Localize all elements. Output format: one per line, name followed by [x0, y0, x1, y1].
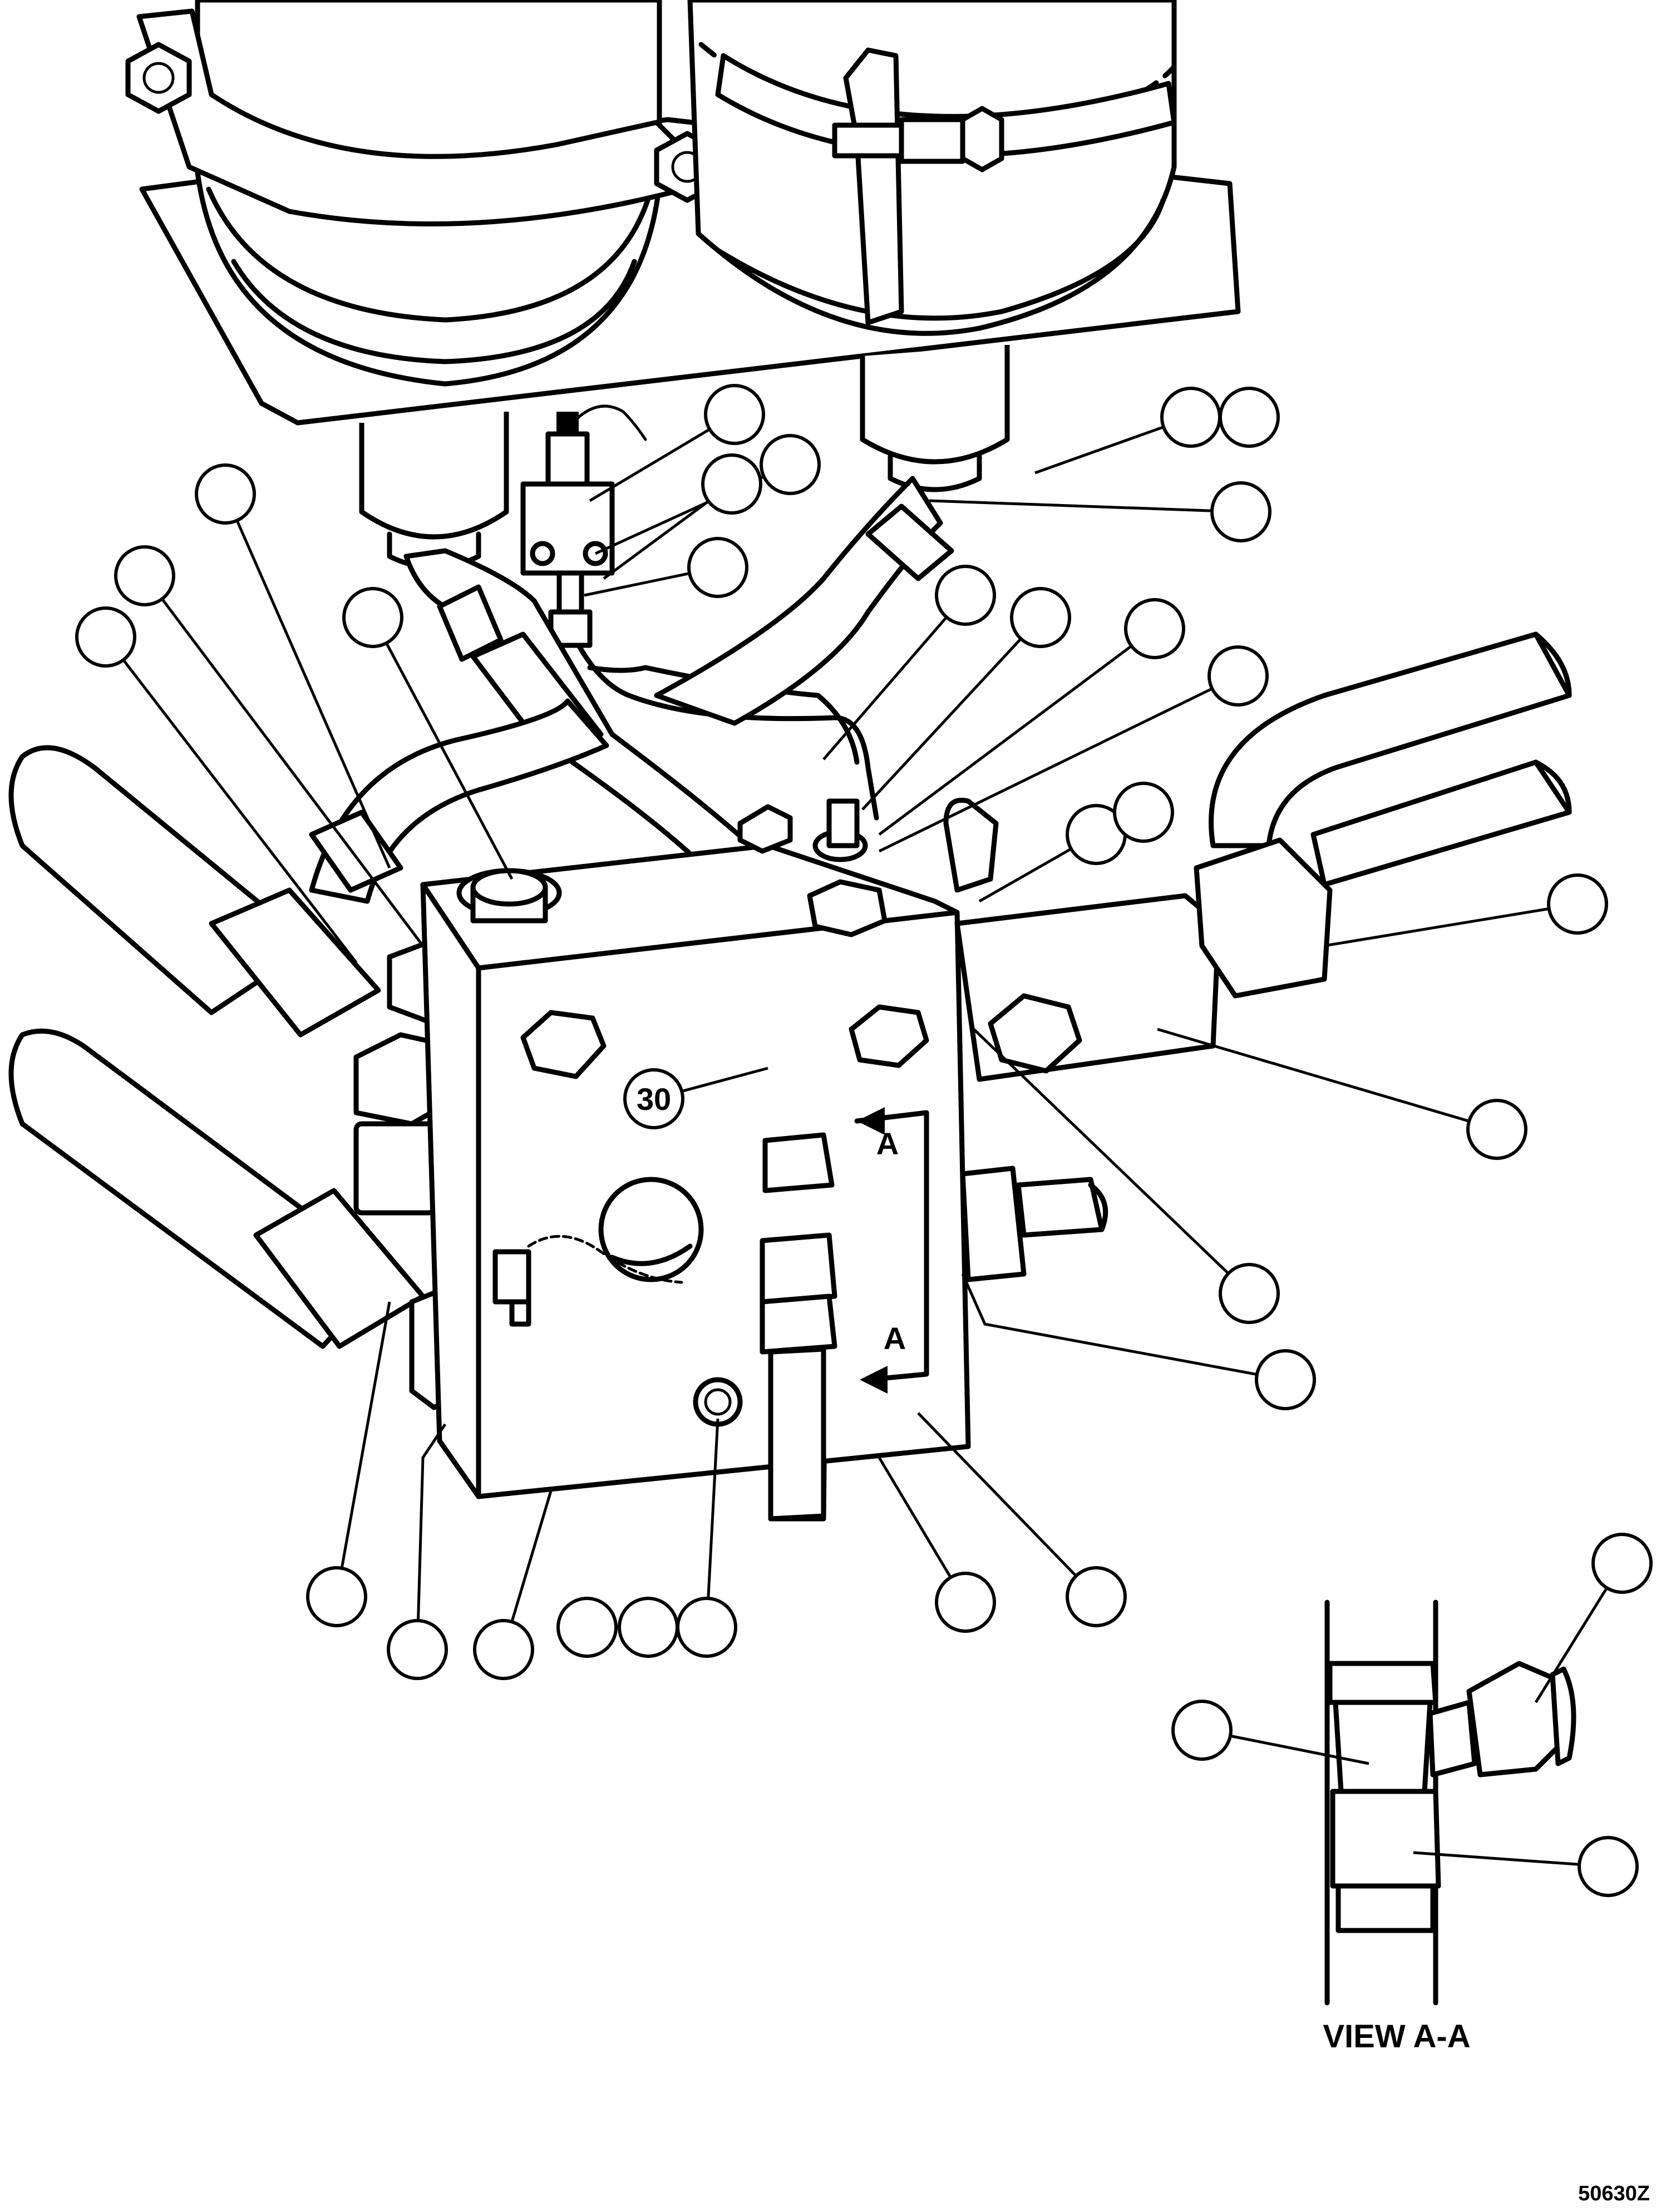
leader-line — [416, 1423, 447, 1650]
leader-line — [1413, 1851, 1609, 1868]
callout-bubble: 30 — [623, 1068, 684, 1129]
hex-plug-icon — [849, 1004, 929, 1068]
callout-bubble — [114, 545, 175, 606]
valve-block — [420, 798, 971, 1522]
leader-line — [144, 575, 424, 947]
callout-bubble — [701, 453, 762, 515]
callout-bubbles: 30 — [75, 384, 1653, 1897]
leader-line — [105, 636, 357, 964]
callout-bubble — [1010, 587, 1071, 648]
hex-bolt-icon — [125, 42, 192, 114]
leader-line — [1324, 902, 1578, 947]
callout-bubble — [618, 1597, 679, 1658]
callout-bubble — [1210, 481, 1271, 542]
callout-bubble — [935, 565, 996, 626]
solenoid-coil — [492, 1177, 704, 1327]
leader-line — [961, 1273, 1286, 1381]
leader-line — [929, 499, 1241, 514]
filter-assembly — [125, 0, 1241, 570]
callout-bubble — [1171, 1700, 1233, 1761]
view-a-a-detail — [1324, 1599, 1576, 2006]
block-fitting-icon — [807, 798, 888, 937]
callout-bubble — [1113, 782, 1174, 843]
clamp-bolt-icon — [832, 106, 1004, 172]
callout-bubble — [1124, 598, 1185, 659]
callout-label: 30 — [637, 1082, 671, 1117]
callout-bubble — [556, 1597, 618, 1658]
callout-bubble — [473, 1619, 534, 1680]
callout-bubble — [1255, 1349, 1316, 1410]
top-plug-icon — [456, 868, 562, 924]
callout-bubble — [387, 1619, 448, 1680]
callout-bubble — [1219, 387, 1280, 448]
callout-bubble — [687, 537, 748, 598]
callout-bubble — [1591, 1533, 1653, 1594]
right-manifold — [943, 798, 1333, 1282]
callout-bubble — [704, 384, 765, 445]
callout-bubble — [1066, 1566, 1127, 1627]
view-label: VIEW A-A — [1323, 2018, 1470, 2055]
leader-line — [917, 1412, 1097, 1598]
leader-line — [371, 616, 514, 880]
hex-plug-icon — [520, 1010, 607, 1079]
callout-bubble — [1160, 387, 1221, 448]
leader-line — [1157, 1028, 1497, 1131]
section-marker-a-bottom: A — [884, 1321, 906, 1356]
bottom-plug-icon — [693, 1377, 743, 1427]
callout-bubble — [195, 463, 256, 525]
leader-line — [878, 674, 1239, 853]
leader-line — [822, 594, 967, 761]
drawing-number: 50630Z — [1578, 2182, 1650, 2205]
leader-line — [705, 1418, 719, 1628]
callout-bubble — [676, 1597, 737, 1658]
callout-bubble — [1208, 645, 1269, 707]
section-marker-a-top: A — [876, 1126, 899, 1161]
callout-bubble — [1219, 1263, 1280, 1324]
callout-bubble — [306, 1566, 367, 1627]
leader-line — [861, 616, 1042, 811]
leader-line — [973, 1028, 1250, 1295]
callout-bubble — [1578, 1836, 1639, 1897]
callout-bubble — [1466, 1099, 1527, 1160]
callout-bubble — [760, 434, 821, 495]
leader-line — [224, 493, 391, 869]
pressure-switch — [520, 404, 647, 648]
callout-bubble — [75, 606, 136, 668]
callout-bubble — [342, 587, 403, 648]
callout-bubble — [935, 1572, 996, 1633]
left-hose-fittings — [8, 745, 470, 1410]
leader-line — [878, 627, 1156, 836]
callout-bubble — [1547, 873, 1608, 935]
leader-line — [335, 1301, 391, 1597]
